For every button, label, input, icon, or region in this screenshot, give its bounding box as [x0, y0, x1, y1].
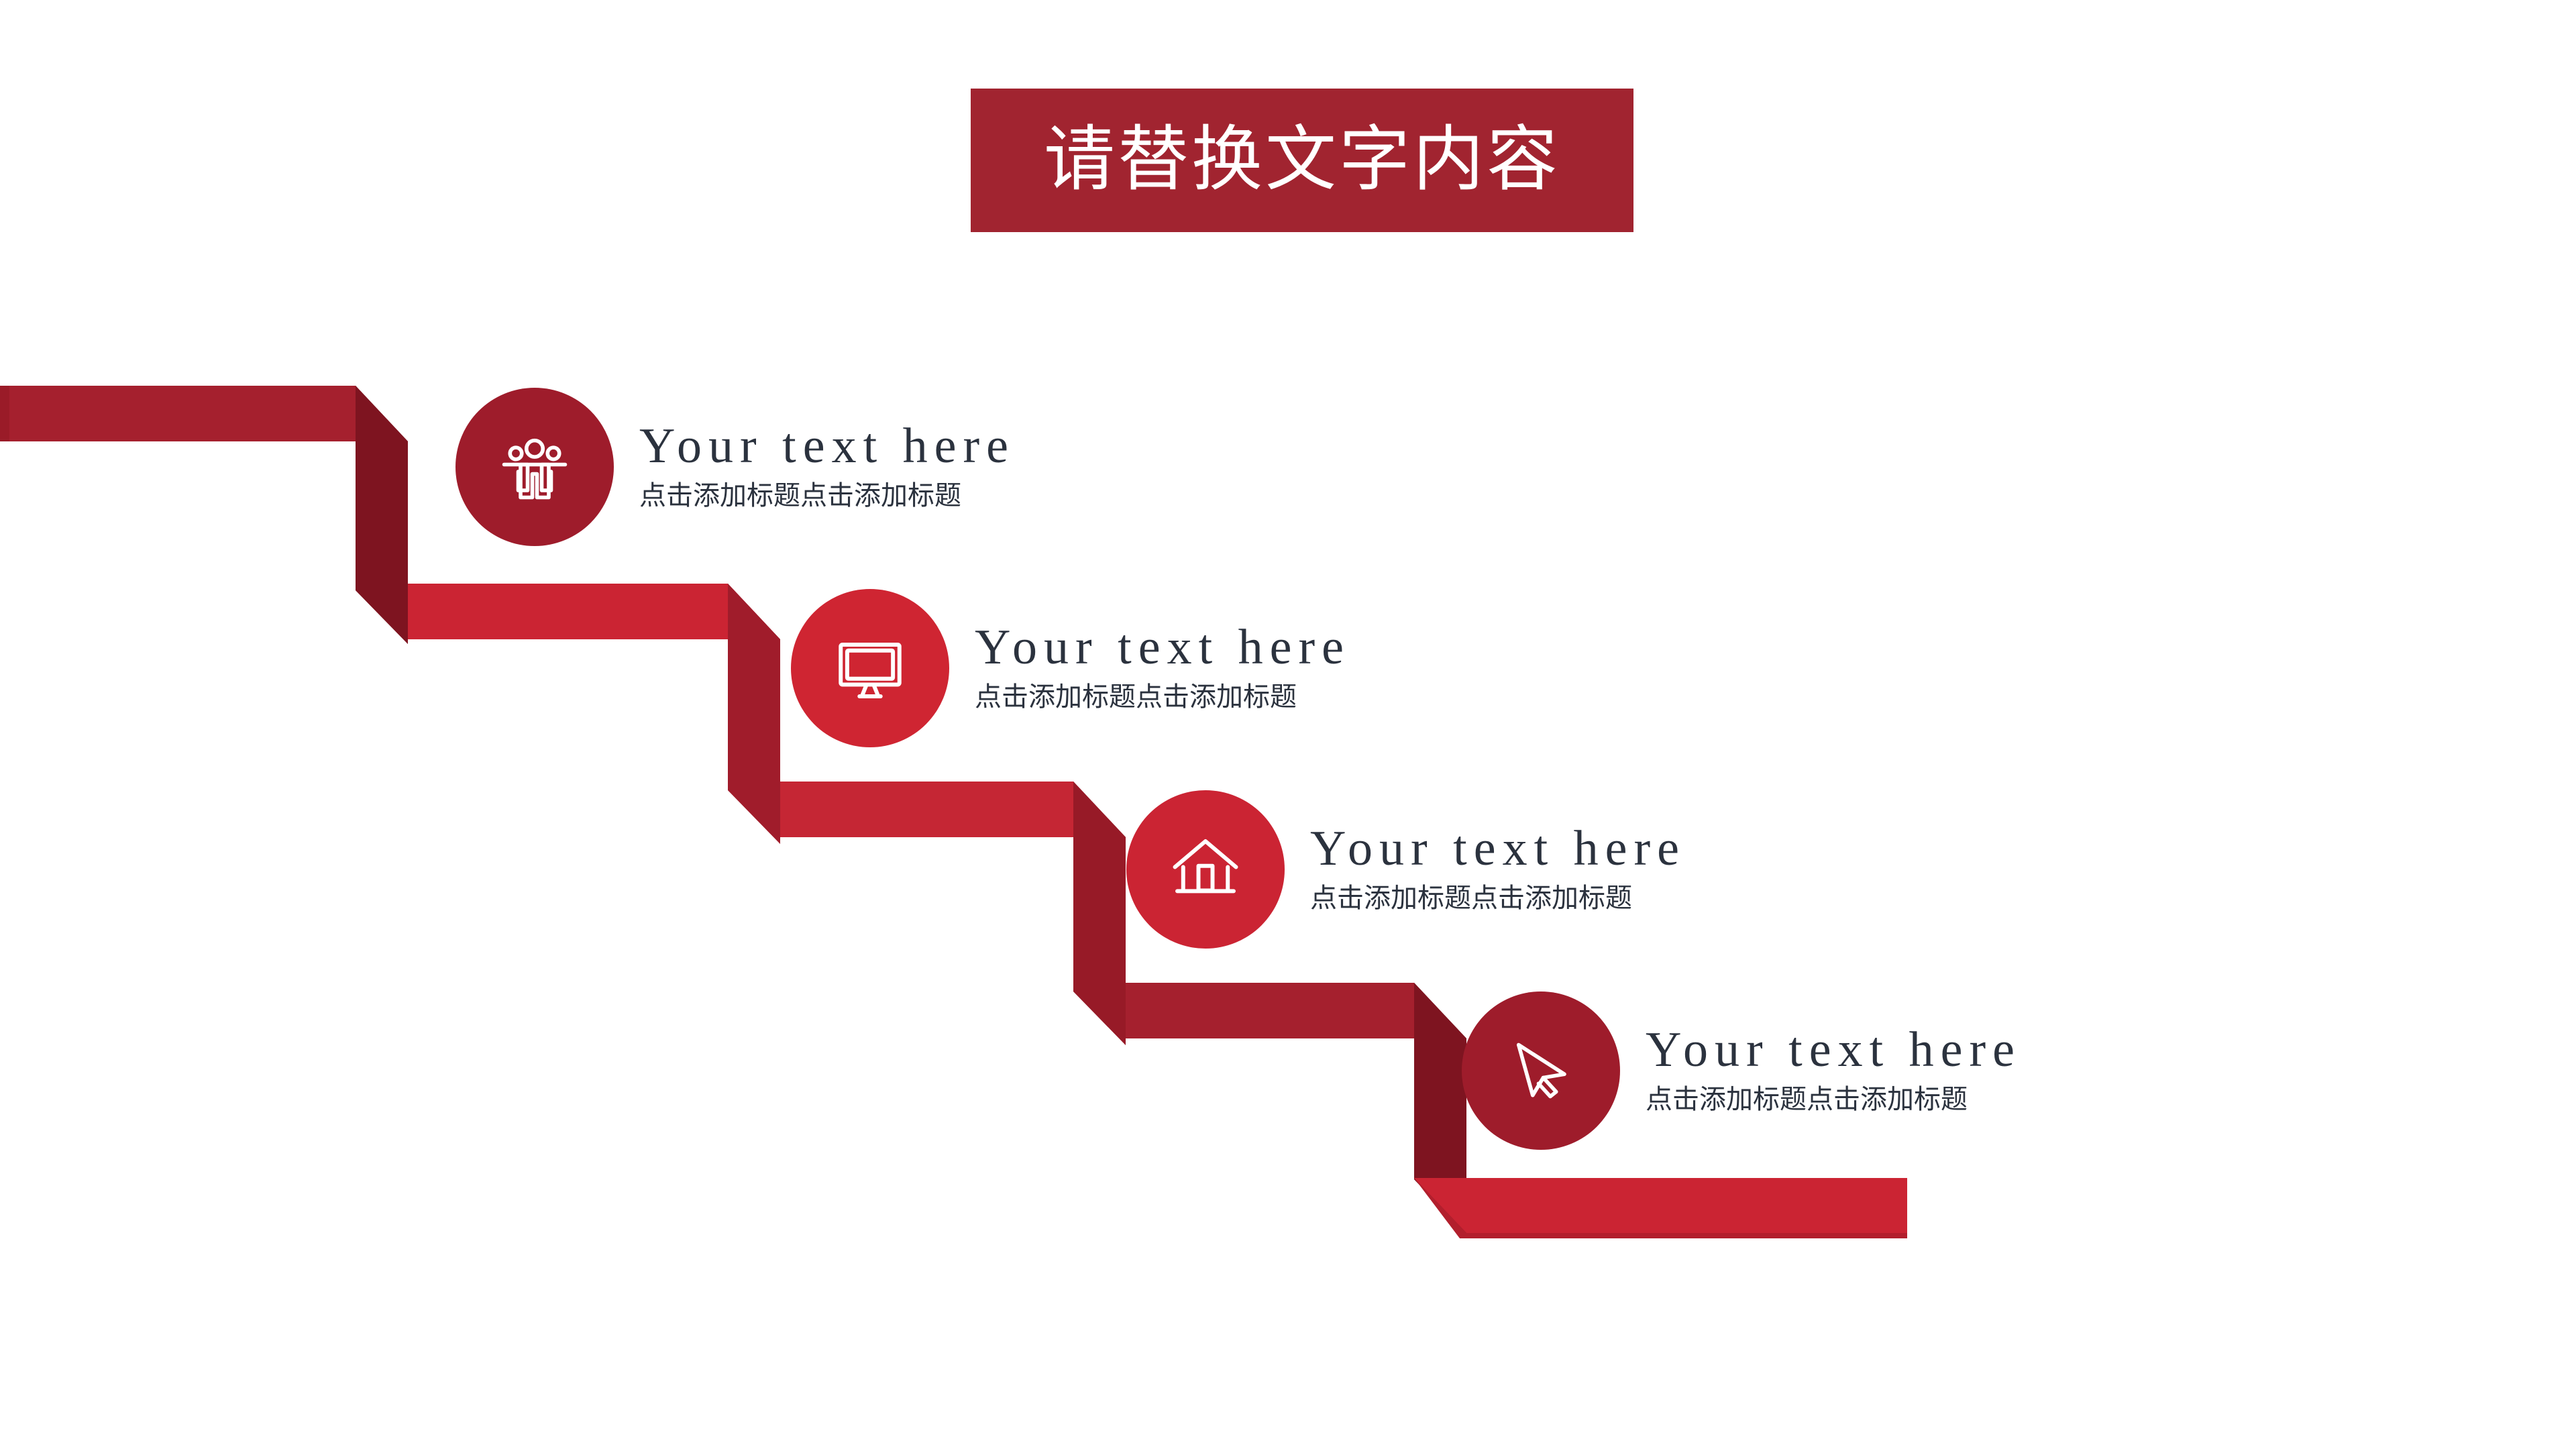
- stair-riser-3-face: [1073, 782, 1126, 1045]
- stair-riser-4: [1414, 983, 1466, 1234]
- cursor-pointer-icon: [1503, 1033, 1578, 1108]
- step-4-title: Your text here: [1646, 1022, 2021, 1078]
- stair-tread-2: [408, 584, 780, 639]
- step-3-title: Your text here: [1310, 821, 1686, 877]
- stair-tread-3: [780, 782, 1126, 837]
- group-people-icon: [497, 429, 572, 504]
- step-item-4[interactable]: Your text here 点击添加标题点击添加标题: [1462, 991, 2021, 1150]
- step-4-icon-circle[interactable]: [1462, 991, 1620, 1150]
- stair-tread-4: [1126, 983, 1466, 1038]
- step-3-subtitle: 点击添加标题点击添加标题: [1310, 882, 1632, 913]
- stair-tread-1: [0, 386, 408, 441]
- step-1-icon-circle[interactable]: [455, 388, 614, 546]
- title-banner: 请替换文字内容: [971, 89, 1633, 232]
- step-item-1[interactable]: Your text here 点击添加标题点击添加标题: [455, 388, 1015, 546]
- step-item-2[interactable]: Your text here 点击添加标题点击添加标题: [791, 589, 1350, 747]
- home-house-icon: [1168, 832, 1243, 907]
- step-3-icon-circle[interactable]: [1126, 790, 1285, 949]
- stair-riser-3: [1073, 782, 1126, 1045]
- step-1-subtitle: 点击添加标题点击添加标题: [639, 480, 961, 511]
- stair-tread-bottom-shadow: [1414, 1178, 1907, 1238]
- step-2-icon-circle[interactable]: [791, 589, 949, 747]
- step-4-subtitle: 点击添加标题点击添加标题: [1646, 1083, 1968, 1114]
- step-item-3[interactable]: Your text here 点击添加标题点击添加标题: [1126, 790, 1686, 949]
- stair-tread-bottom: [1414, 1178, 1907, 1233]
- step-1-title: Your text here: [639, 419, 1015, 474]
- step-2-text-block: Your text here 点击添加标题点击添加标题: [975, 620, 1350, 713]
- stair-riser-1-face: [356, 386, 408, 644]
- page-title: 请替换文字内容: [1044, 121, 1560, 199]
- desktop-monitor-icon: [833, 631, 908, 706]
- stair-riser-1: [356, 386, 408, 644]
- stair-riser-2: [728, 584, 780, 844]
- step-1-text-block: Your text here 点击添加标题点击添加标题: [639, 421, 1015, 512]
- step-4-text-block: Your text here 点击添加标题点击添加标题: [1646, 1022, 2021, 1116]
- stair-riser-2-face: [728, 584, 780, 844]
- step-3-text-block: Your text here 点击添加标题点击添加标题: [1310, 821, 1686, 914]
- stair-tread-1-left-bevel: [0, 386, 9, 441]
- step-2-subtitle: 点击添加标题点击添加标题: [975, 681, 1297, 712]
- stair-riser-4-face: [1414, 983, 1466, 1234]
- step-2-title: Your text here: [975, 620, 1350, 676]
